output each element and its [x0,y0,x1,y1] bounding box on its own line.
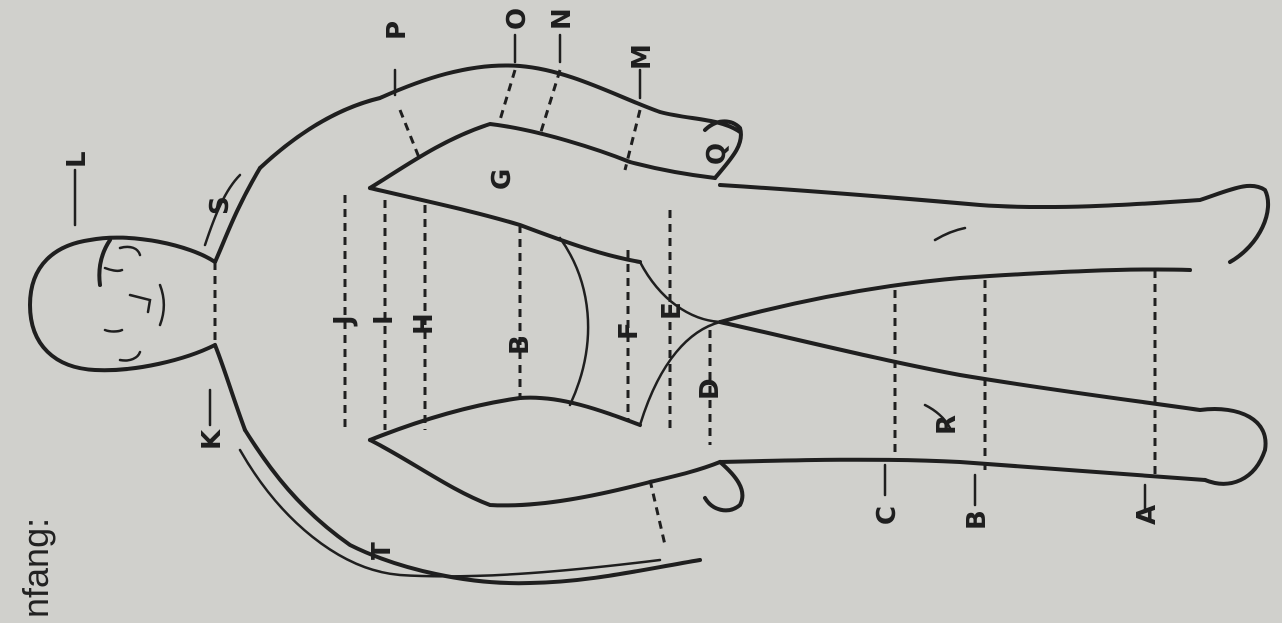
label-C: C [872,506,902,525]
label-G: G [487,169,517,190]
label-L: L [62,151,92,168]
label-T: T [367,542,397,560]
label-B-upper: B [505,335,535,355]
label-S: S [205,196,235,215]
label-J: J [329,315,359,327]
label-H: H [409,313,439,335]
label-B: B [962,510,992,530]
label-P: P [382,21,412,40]
label-Q: Q [702,143,732,165]
label-K: K [197,429,227,450]
caption-text: nfang: [15,518,56,618]
label-O: O [502,8,532,30]
label-F: F [614,322,644,340]
label-R: R [932,415,962,435]
label-M: M [627,44,657,70]
label-D: D [695,378,725,400]
label-E: E [657,302,687,320]
label-N: N [547,8,577,30]
label-I: I [369,315,399,325]
label-A: A [1132,505,1162,525]
